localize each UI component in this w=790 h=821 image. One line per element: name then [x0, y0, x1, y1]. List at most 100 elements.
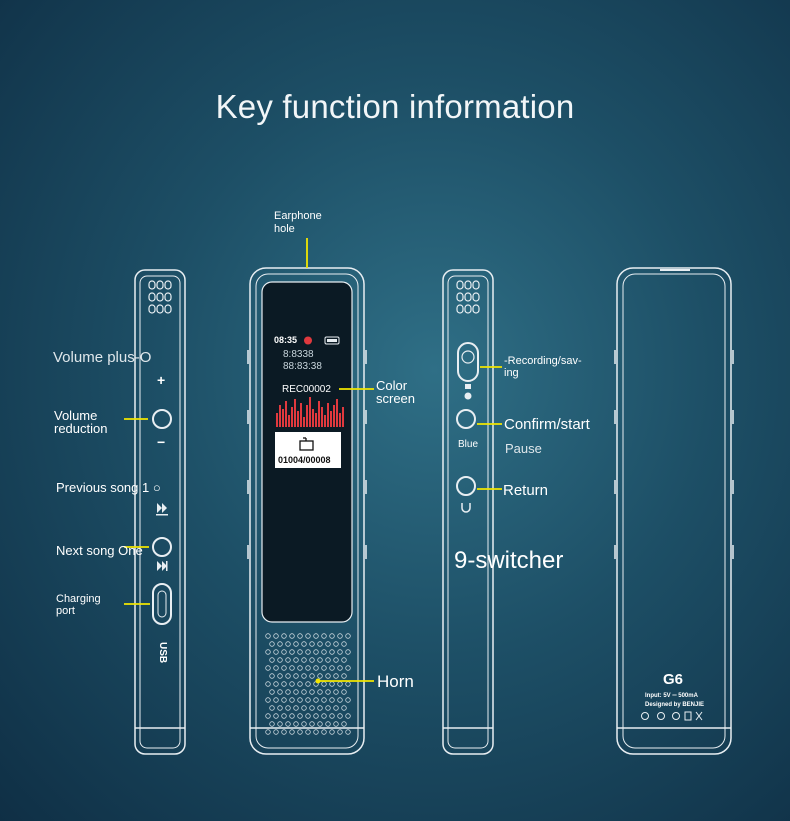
- horn-hole: [313, 665, 319, 671]
- horn-hole: [333, 673, 339, 679]
- horn-hole: [325, 673, 331, 679]
- horn-hole: [321, 729, 327, 735]
- waveform-bar: [333, 405, 335, 427]
- horn-hole: [309, 705, 315, 711]
- horn-hole: [273, 633, 279, 639]
- waveform-bar: [321, 407, 323, 427]
- horn-hole: [269, 657, 275, 663]
- page-title: Key function information: [215, 88, 575, 125]
- horn-hole: [289, 633, 295, 639]
- horn-hole: [325, 641, 331, 647]
- waveform-bar: [297, 411, 299, 427]
- horn-hole: [301, 641, 307, 647]
- horn-hole: [305, 713, 311, 719]
- horn-hole: [325, 657, 331, 663]
- label-switcher: 9-switcher: [454, 547, 564, 574]
- horn-hole: [337, 649, 343, 655]
- device-side-left: [134, 269, 186, 755]
- screen-time: 08:35: [274, 335, 298, 345]
- horn-hole: [337, 681, 343, 687]
- screen-line2: 88:83:38: [283, 361, 322, 372]
- horn-hole: [265, 633, 271, 639]
- device-side-right: [442, 269, 494, 755]
- horn-hole: [297, 713, 303, 719]
- horn-hole: [285, 673, 291, 679]
- horn-hole: [305, 633, 311, 639]
- horn-hole: [333, 721, 339, 727]
- horn-hole: [309, 689, 315, 695]
- horn-hole: [293, 657, 299, 663]
- horn-hole: [293, 705, 299, 711]
- waveform-bar: [327, 403, 329, 427]
- confirm-button: [456, 409, 476, 429]
- horn-hole: [313, 633, 319, 639]
- horn-hole: [285, 705, 291, 711]
- horn-hole: [273, 713, 279, 719]
- horn-hole: [337, 729, 343, 735]
- horn-hole: [289, 681, 295, 687]
- horn-hole: [325, 689, 331, 695]
- horn-hole: [317, 657, 323, 663]
- waveform-bar: [294, 399, 296, 427]
- horn-hole: [313, 729, 319, 735]
- return-icon: [461, 503, 471, 513]
- waveform-bar: [303, 417, 305, 427]
- horn-hole: [321, 681, 327, 687]
- device-back: [614, 267, 734, 755]
- screen-line1: 8:8338: [283, 349, 314, 360]
- waveform-bar: [285, 401, 287, 427]
- waveform-bar: [324, 415, 326, 427]
- horn-hole: [321, 633, 327, 639]
- waveform-bar: [312, 409, 314, 427]
- horn-hole: [277, 689, 283, 695]
- horn-hole: [345, 697, 351, 703]
- horn-hole: [297, 697, 303, 703]
- waveform-bar: [339, 413, 341, 427]
- horn-hole: [341, 705, 347, 711]
- horn-hole: [321, 649, 327, 655]
- back-input: Input: 5V ═ 500mA: [645, 693, 698, 699]
- label-volume-reduction: Volume reduction: [54, 408, 108, 436]
- horn-hole: [281, 713, 287, 719]
- plus-mark: +: [157, 372, 166, 388]
- horn-hole: [337, 713, 343, 719]
- horn-hole: [273, 649, 279, 655]
- horn-hole: [305, 665, 311, 671]
- horn-hole: [297, 633, 303, 639]
- horn-hole: [289, 729, 295, 735]
- label-recording: -Recording/sav-ing: [504, 355, 582, 379]
- horn-hole: [289, 713, 295, 719]
- waveform-bar: [330, 411, 332, 427]
- horn-hole: [333, 705, 339, 711]
- horn-hole: [277, 721, 283, 727]
- horn-hole: [317, 705, 323, 711]
- horn-hole: [285, 721, 291, 727]
- label-confirm-start: Confirm/start: [504, 416, 590, 433]
- horn-hole: [309, 641, 315, 647]
- horn-hole: [321, 665, 327, 671]
- leader-lines: [124, 238, 502, 682]
- horn-hole: [345, 665, 351, 671]
- horn-hole: [273, 665, 279, 671]
- horn-hole: [317, 721, 323, 727]
- horn-hole: [329, 729, 335, 735]
- horn-hole: [345, 713, 351, 719]
- label-pause: Pause: [505, 441, 542, 456]
- horn-hole: [269, 721, 275, 727]
- horn-hole: [281, 681, 287, 687]
- horn-hole: [329, 665, 335, 671]
- horn-hole: [277, 641, 283, 647]
- back-model: G6: [663, 671, 684, 688]
- horn-hole: [325, 705, 331, 711]
- horn-hole: [313, 713, 319, 719]
- horn-hole: [289, 697, 295, 703]
- horn-hole: [265, 681, 271, 687]
- horn-hole: [305, 681, 311, 687]
- horn-hole: [265, 665, 271, 671]
- waveform-bar: [279, 405, 281, 427]
- waveform-bar: [309, 397, 311, 427]
- horn-hole: [341, 721, 347, 727]
- horn-hole: [333, 641, 339, 647]
- horn-hole: [329, 681, 335, 687]
- waveform-bar: [282, 409, 284, 427]
